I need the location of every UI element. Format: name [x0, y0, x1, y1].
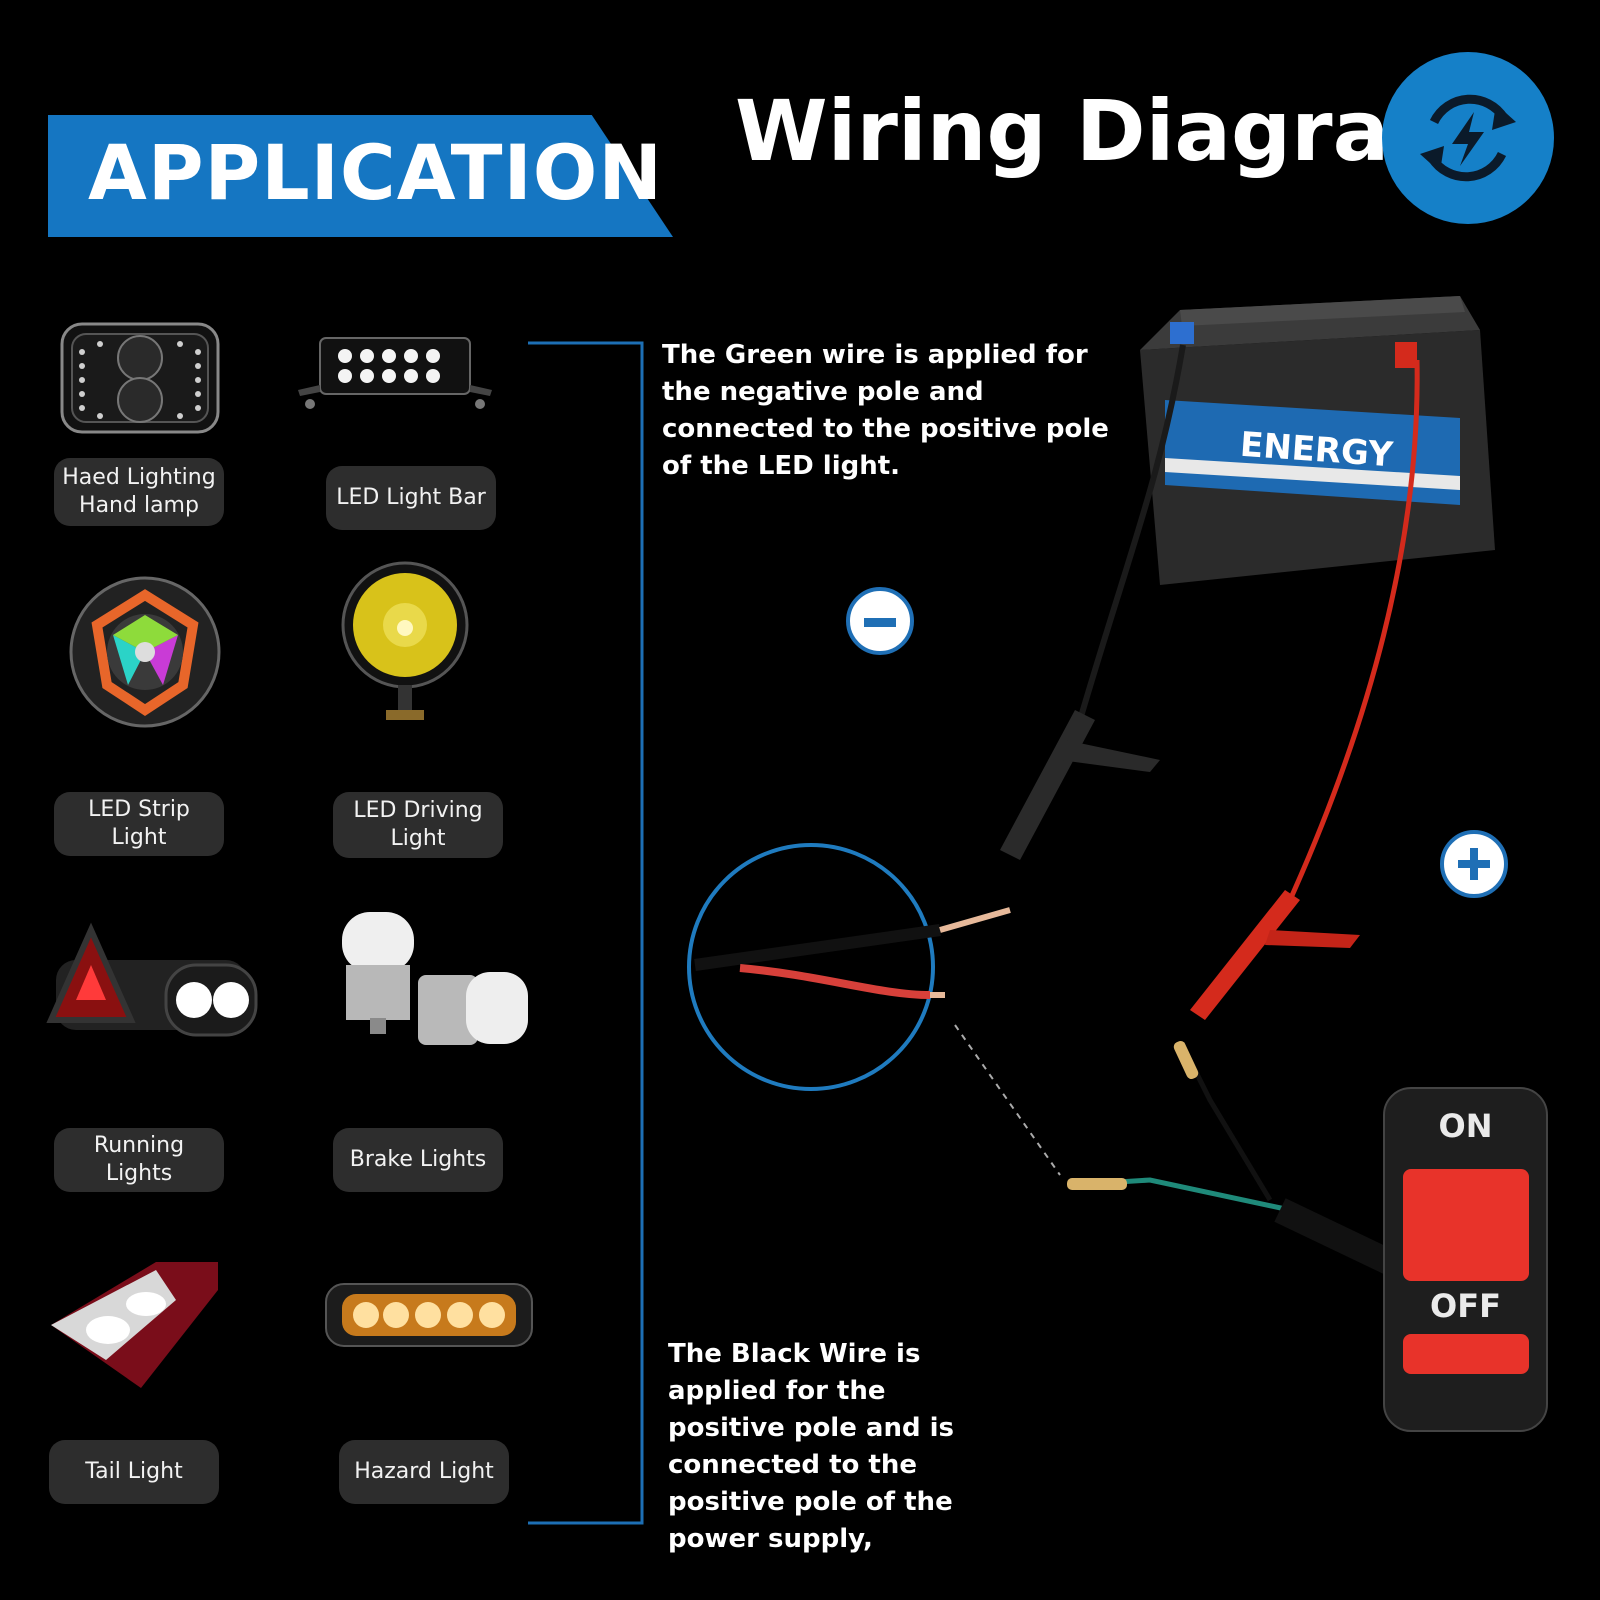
on-off-switch[interactable]: ON OFF: [1383, 1087, 1548, 1432]
app-label-light-bar: LED Light Bar: [326, 466, 496, 530]
running-light-icon: [46, 920, 261, 1055]
rgb-led-icon: [68, 575, 223, 730]
app-label-headlight: Haed Lighting Hand lamp: [54, 458, 224, 526]
switch-off-indicator: [1403, 1334, 1529, 1374]
app-label-strip-light: LED Strip Light: [54, 792, 224, 856]
tail-light-icon: [46, 1260, 221, 1390]
wiring-diagram-title: Wiring Diagram: [735, 82, 1477, 180]
application-title: APPLICATION: [88, 128, 663, 217]
headlight-icon: [60, 322, 220, 434]
application-banner: [48, 115, 673, 237]
power-cycle-icon: [1382, 52, 1554, 224]
app-label-running-lights: Running Lights: [54, 1128, 224, 1192]
driving-light-icon: [340, 560, 470, 730]
app-label-hazard-light: Hazard Light: [339, 1440, 509, 1504]
light-bar-icon: [290, 330, 500, 415]
switch-rocker[interactable]: [1403, 1169, 1529, 1281]
positive-symbol-icon: [1440, 830, 1508, 898]
bracket-line: [528, 341, 644, 1525]
black-wire-description: The Black Wire is applied for the positi…: [668, 1339, 955, 1554]
switch-off-label: OFF: [1430, 1287, 1501, 1325]
app-label-tail-light: Tail Light: [49, 1440, 219, 1504]
app-label-driving-light: LED Driving Light: [333, 792, 503, 858]
switch-on-label: ON: [1438, 1107, 1493, 1145]
green-wire-description: The Green wire is applied for the negati…: [662, 340, 1109, 481]
bulb-icon: [338, 910, 530, 1050]
negative-symbol-icon: [846, 587, 914, 655]
app-label-brake-lights: Brake Lights: [333, 1128, 503, 1192]
hazard-light-icon: [324, 1280, 534, 1350]
